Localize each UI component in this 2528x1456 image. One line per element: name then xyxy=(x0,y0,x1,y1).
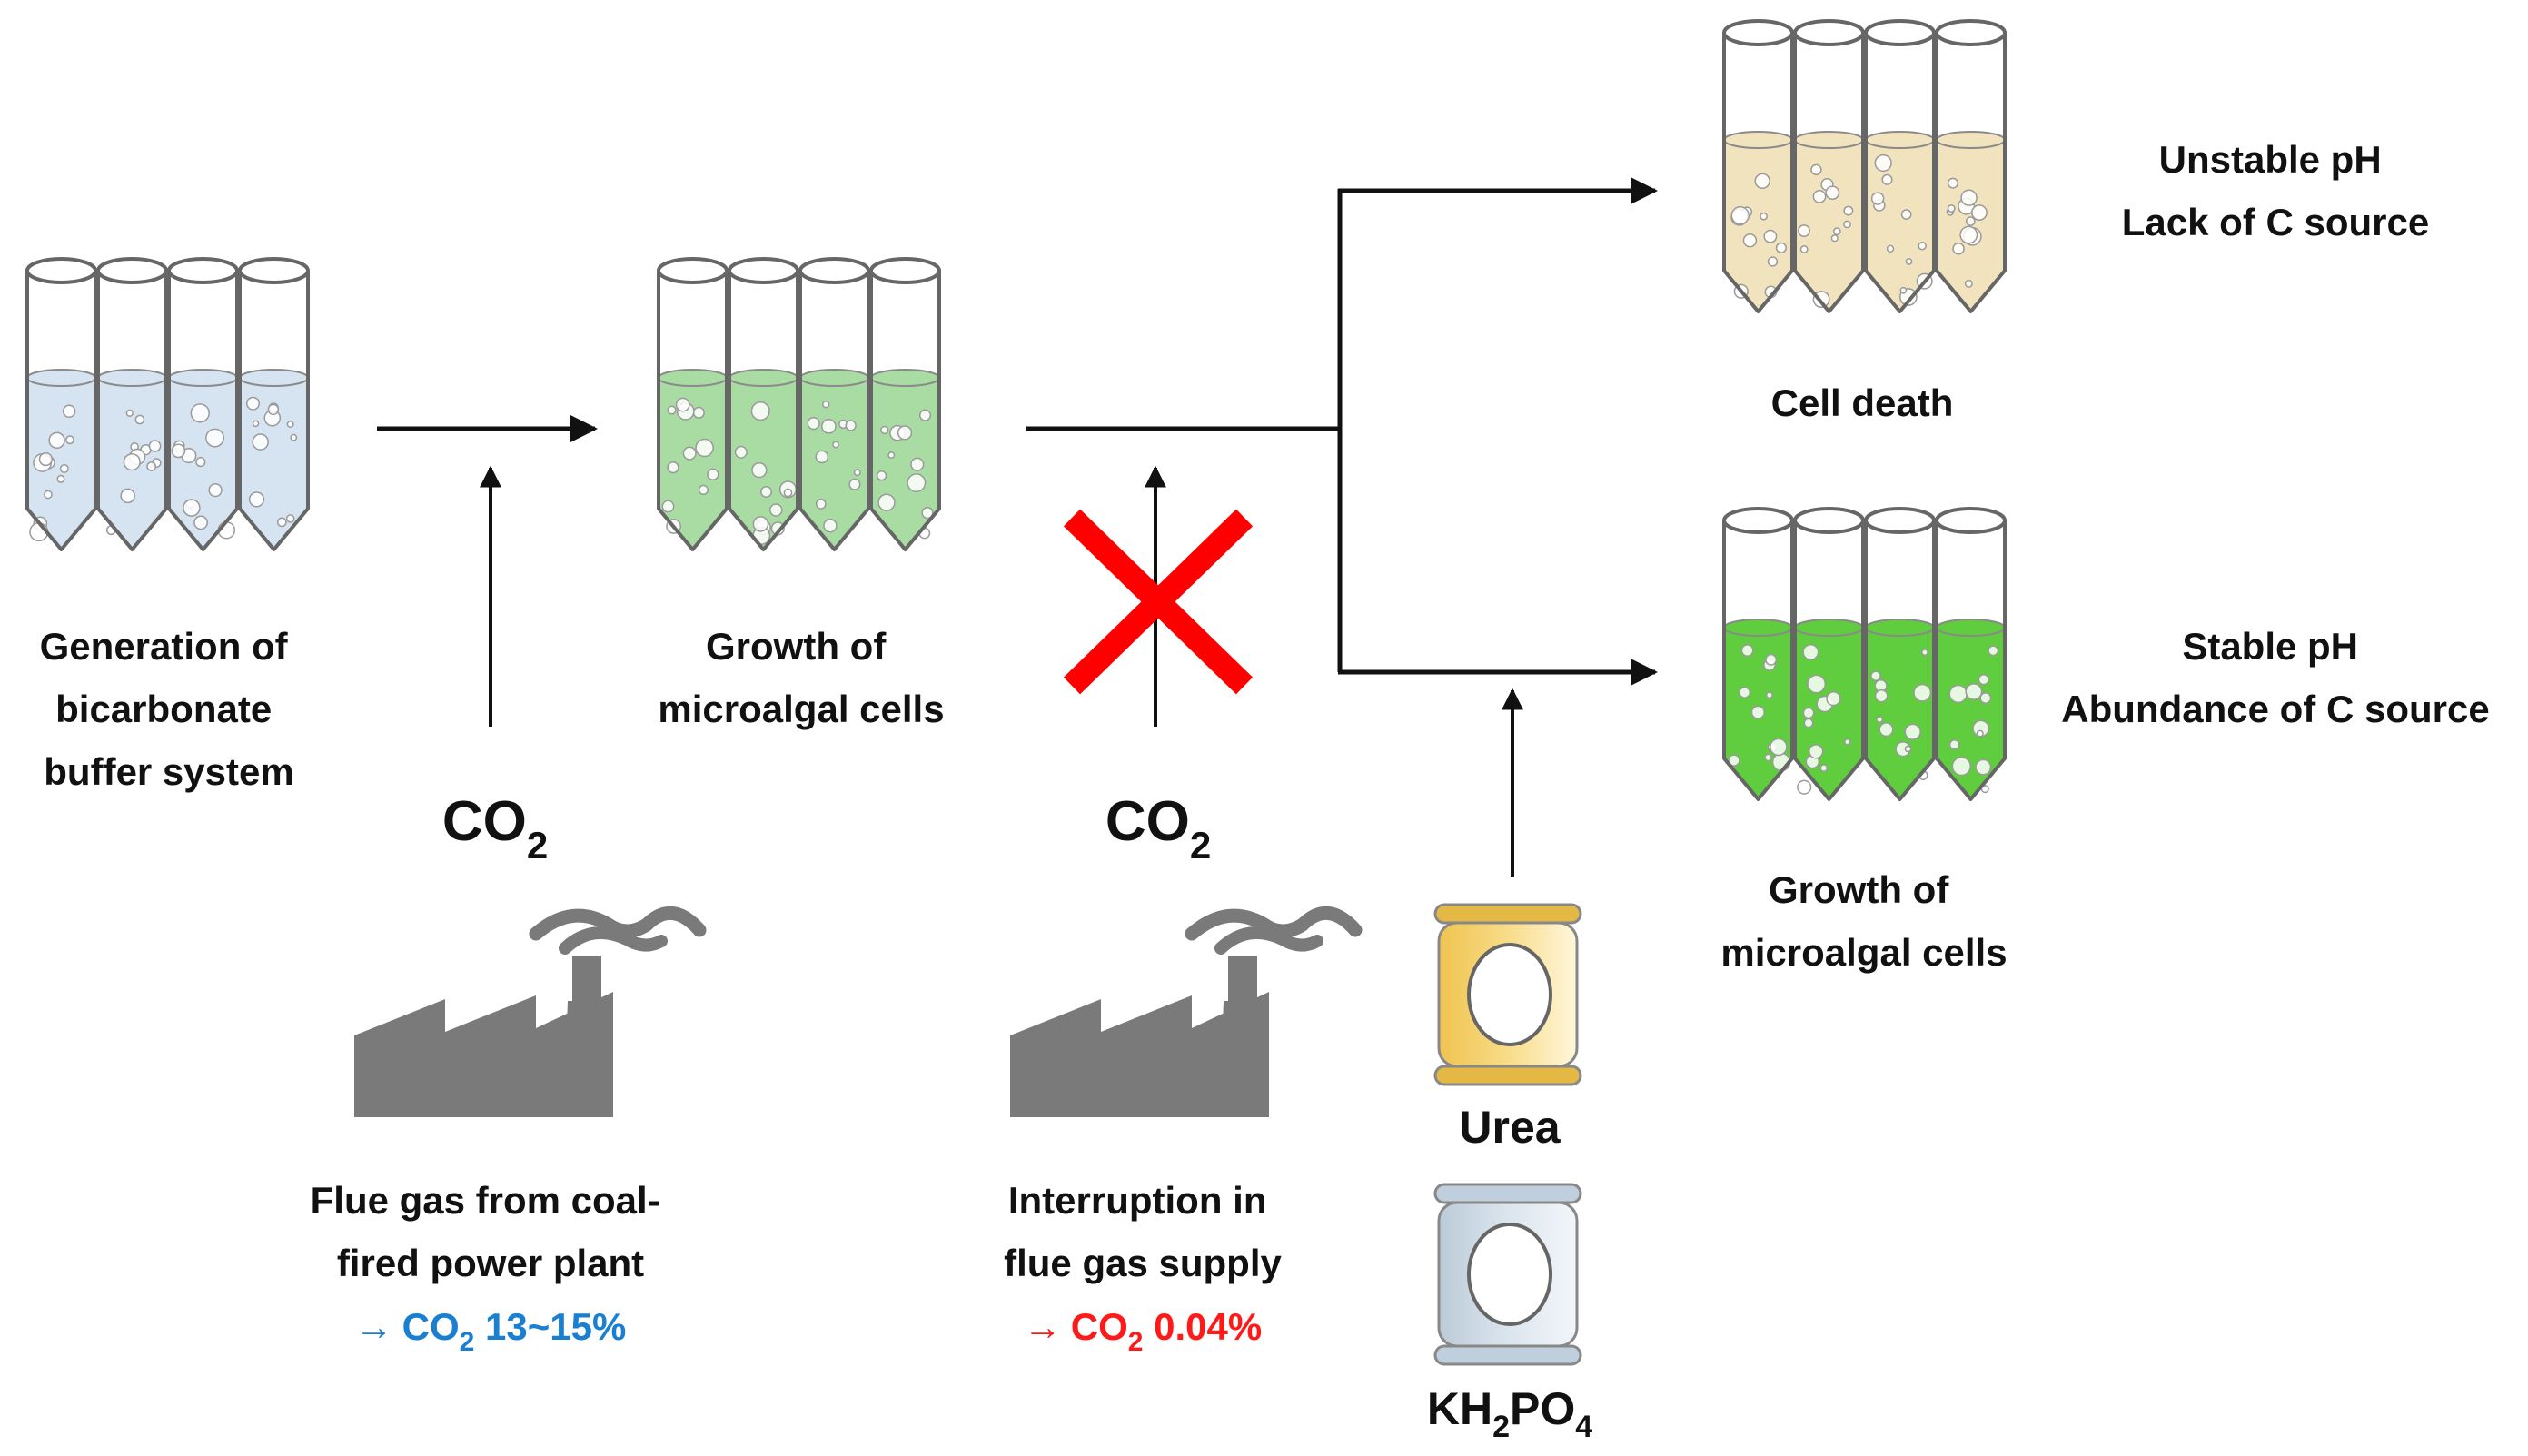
test-tube-icon xyxy=(728,257,799,551)
test-tube-icon xyxy=(798,257,870,551)
healthy-growth-tube-rack-icon xyxy=(1722,507,2007,801)
factory-icon xyxy=(1010,906,1363,1117)
test-tube-icon xyxy=(1722,507,1794,801)
test-tube-icon xyxy=(25,257,97,551)
test-tube-icon xyxy=(1935,507,2007,801)
co2-label: CO2 xyxy=(1105,790,1211,867)
test-tube-icon xyxy=(1793,507,1865,801)
growth-outcome-label: Growth of microalgal cells xyxy=(1720,868,2007,974)
test-tube-icon xyxy=(238,257,310,551)
co2-label: CO2 xyxy=(442,790,548,867)
test-tube-icon xyxy=(96,257,168,551)
test-tube-icon xyxy=(869,257,941,551)
stable-ph-note: Stable pH Abundance of C source xyxy=(2061,625,2489,730)
test-tube-icon xyxy=(1722,19,1794,313)
interruption-label: Interruption in flue gas supply xyxy=(1004,1179,1282,1284)
test-tube-icon xyxy=(1864,19,1936,313)
test-tube-icon xyxy=(1864,507,1936,801)
growth-tube-rack-icon xyxy=(657,257,941,551)
growth-label: Growth of microalgal cells xyxy=(658,625,944,730)
flue-co2-percent: →CO2 13~15% xyxy=(355,1305,627,1357)
interrupt-co2-percent: →CO2 0.04% xyxy=(1024,1305,1262,1357)
test-tube-icon xyxy=(1935,19,2007,313)
test-tube-icon xyxy=(167,257,239,551)
cell-death-label: Cell death xyxy=(1771,381,1954,424)
factory-icon xyxy=(354,906,707,1117)
buffer-system-label: Generation of bicarbonate buffer system xyxy=(40,625,299,793)
kh2po4-bag-icon xyxy=(1433,1183,1582,1366)
cross-icon xyxy=(1063,509,1254,695)
buffer-tube-rack-icon xyxy=(25,257,310,551)
kh2po4-label: KH2PO4 xyxy=(1427,1383,1592,1444)
test-tube-icon xyxy=(657,257,729,551)
test-tube-icon xyxy=(1793,19,1865,313)
flue-gas-label: Flue gas from coal- fired power plant xyxy=(311,1179,671,1284)
urea-bag-icon xyxy=(1433,903,1582,1086)
urea-label: Urea xyxy=(1459,1102,1561,1153)
unstable-ph-note: Unstable pH Lack of C source xyxy=(2122,138,2429,243)
cell-death-tube-rack-icon xyxy=(1722,19,2007,313)
